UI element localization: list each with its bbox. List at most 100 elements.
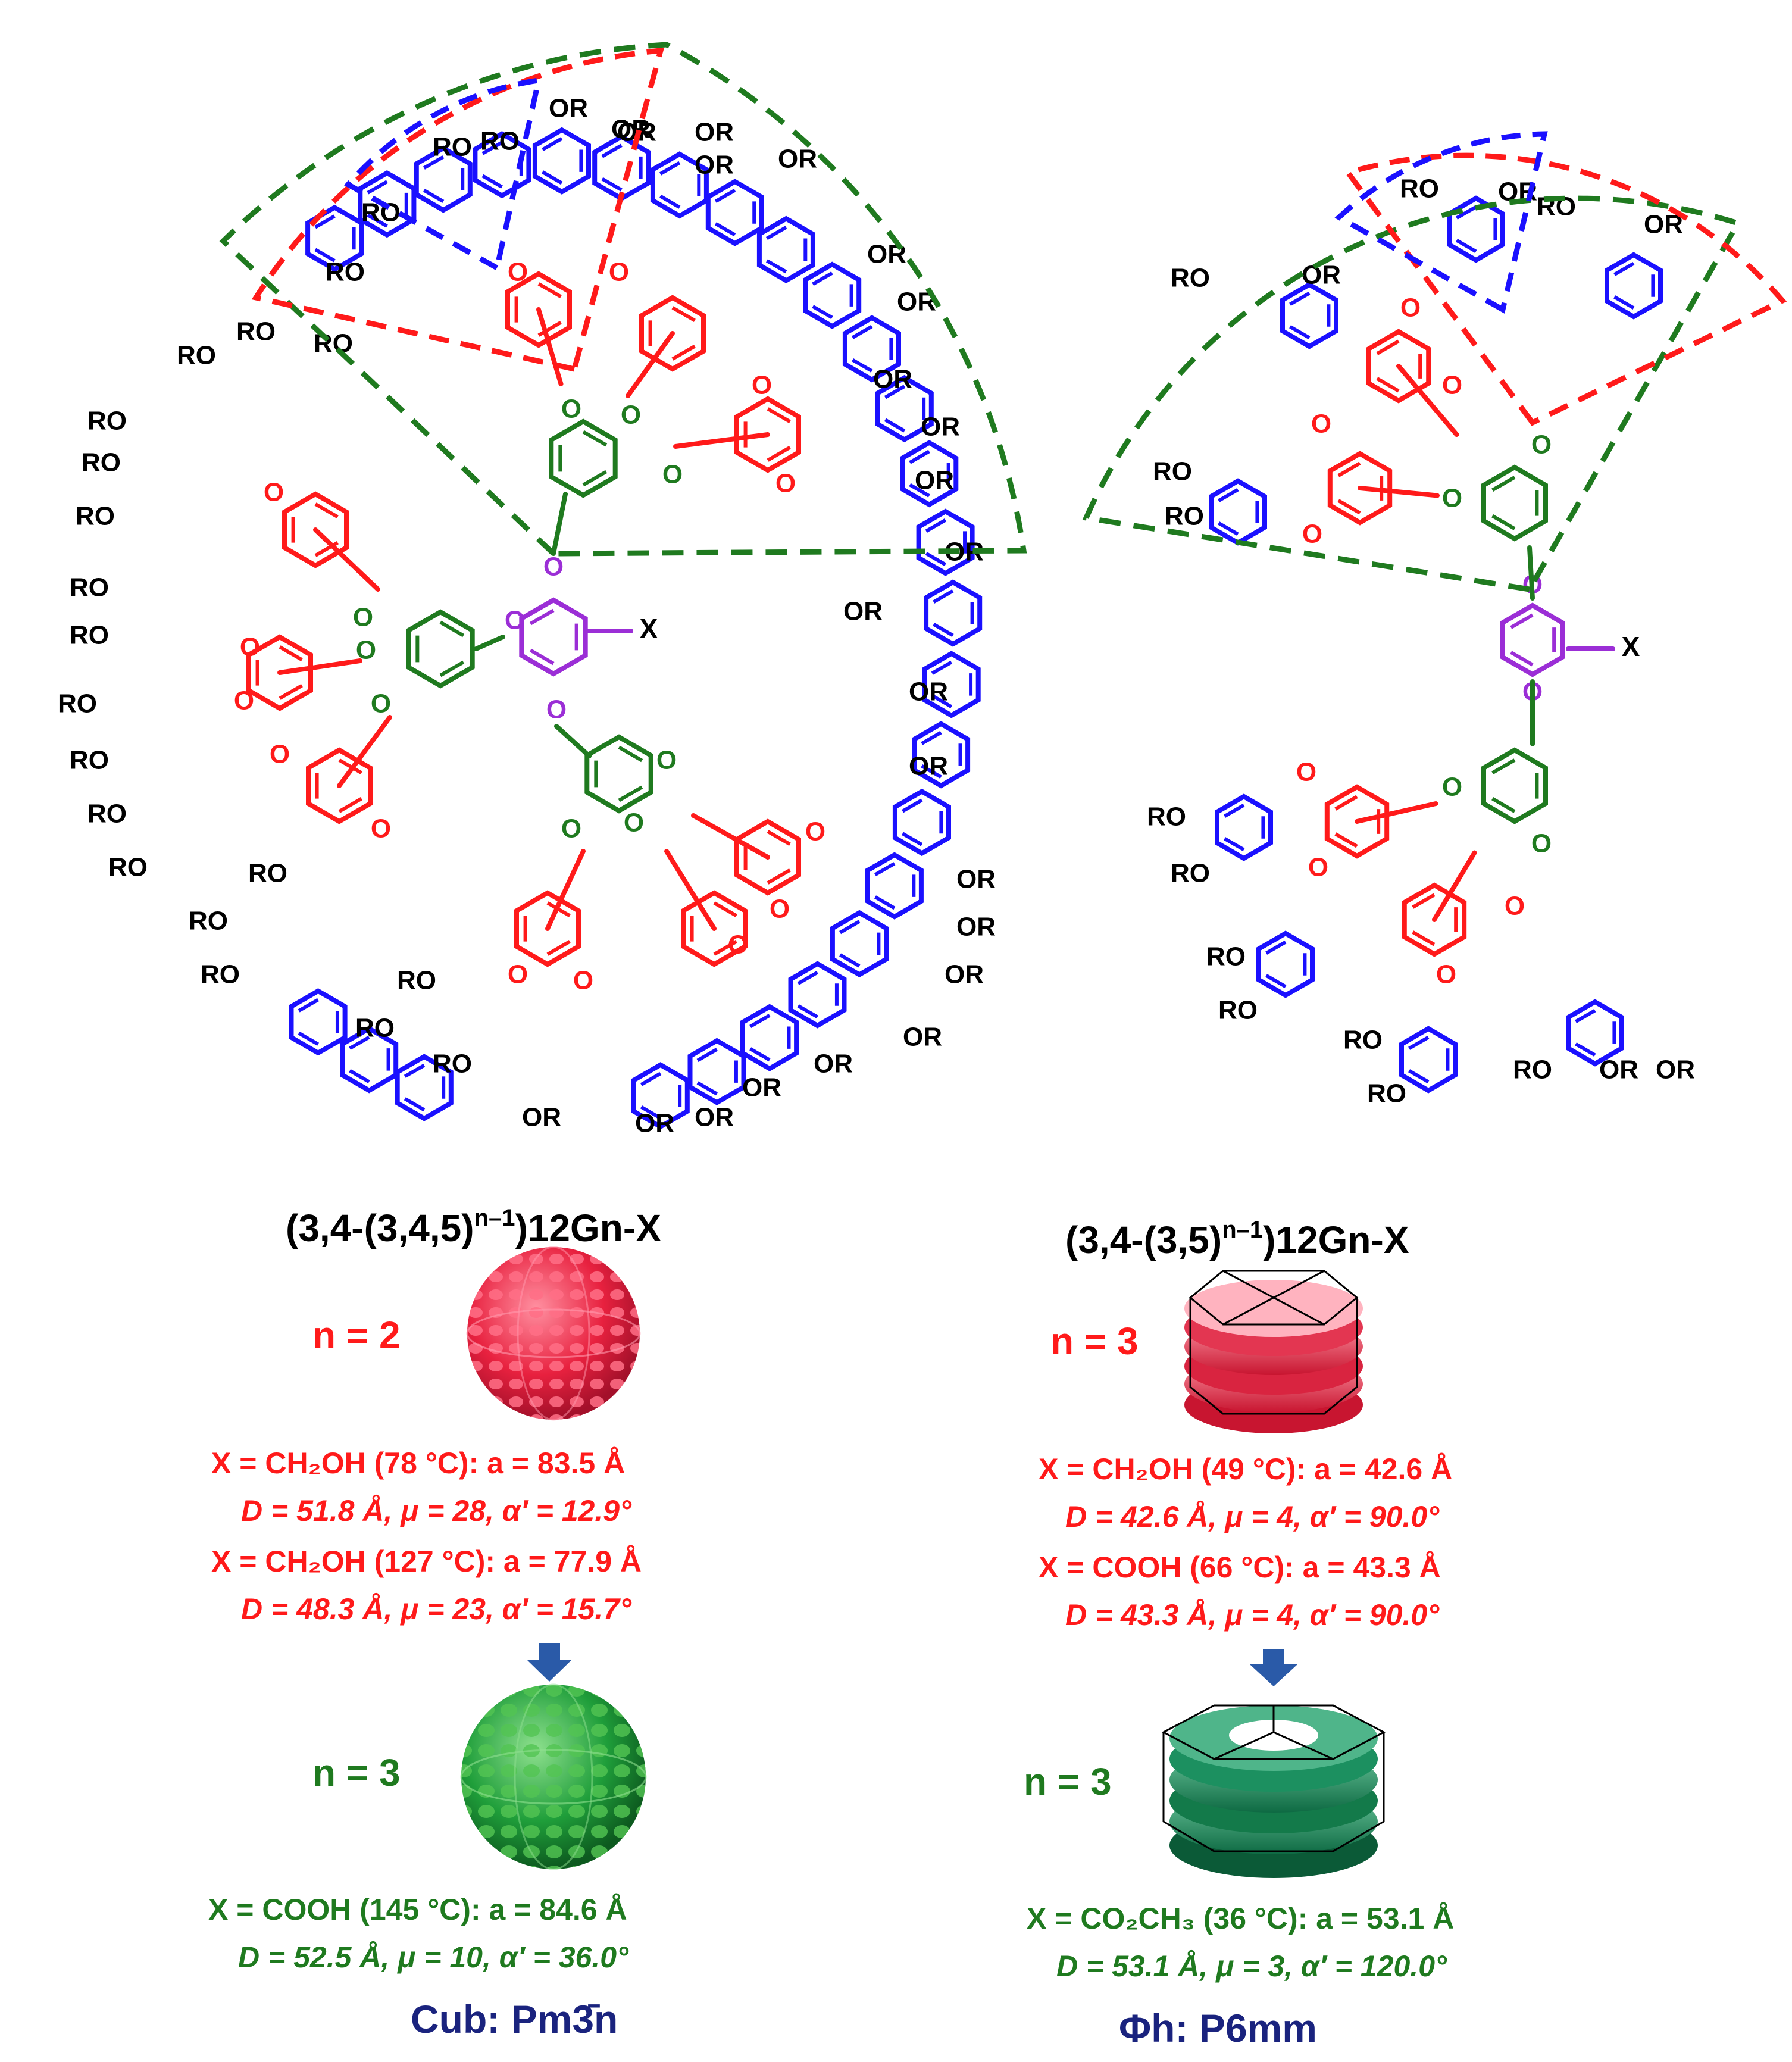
benzene-ring	[306, 747, 373, 824]
double-bond	[439, 620, 465, 638]
double-bond	[1456, 205, 1477, 220]
double-bond	[537, 321, 562, 337]
benzene-ring	[916, 508, 975, 576]
or-substituent-label: OR	[843, 597, 883, 626]
bond	[691, 813, 770, 860]
benzene-ring	[246, 634, 313, 711]
or-substituent-label: OR	[956, 913, 996, 942]
oxygen-label: O	[240, 633, 260, 662]
double-bond	[839, 953, 861, 968]
ro-substituent-label: RO	[355, 1014, 395, 1043]
ro-substituent-label: RO	[1400, 174, 1439, 204]
or-substituent-label: OR	[909, 677, 948, 707]
ro-substituent-label: RO	[1513, 1055, 1552, 1085]
benzene-ring	[414, 145, 473, 213]
red-column-disk-stack	[1184, 1270, 1363, 1433]
double-bond	[298, 998, 320, 1013]
oxygen-label: O	[508, 258, 528, 287]
left-blue-wedge-outline	[343, 77, 542, 272]
benzene-ring	[1280, 282, 1338, 349]
oxygen-label: O	[621, 401, 641, 430]
bond	[545, 849, 586, 931]
right-green-line-2: D = 53.1 Å, μ = 3, α′ = 120.0°	[1056, 1949, 1447, 1983]
right-red-line-4: D = 43.3 Å, μ = 4, α′ = 90.0°	[1065, 1598, 1440, 1632]
benzene-ring	[803, 261, 862, 329]
bond	[1355, 801, 1438, 824]
benzene-ring	[473, 131, 531, 199]
oxygen-label: O	[1400, 293, 1421, 323]
ro-substituent-label: RO	[1153, 457, 1192, 486]
benzene-ring	[705, 179, 764, 246]
oxygen-label: O	[234, 686, 254, 716]
right-title: (3,4-(3,5)n–1)12Gn-X	[1065, 1217, 1409, 1261]
double-bond	[601, 177, 623, 192]
or-substituent-label: OR	[921, 413, 960, 442]
oxygen-label: O	[573, 966, 593, 995]
double-bond	[1613, 295, 1635, 310]
bond	[664, 849, 717, 931]
double-bond	[714, 188, 736, 203]
left-green-line-1: X = COOH (145 °C): a = 84.6 Å	[208, 1893, 627, 1926]
double-bond	[1491, 758, 1516, 774]
oxygen-label: O	[264, 478, 284, 507]
right-red-wedge-outline	[1343, 152, 1787, 426]
oxygen-label: O	[561, 814, 581, 843]
oxygen-label: O	[508, 960, 528, 989]
double-bond	[314, 248, 336, 263]
double-bond	[404, 1097, 426, 1112]
benzene-ring	[734, 396, 801, 473]
ro-substituent-label: RO	[1171, 859, 1210, 888]
double-bond	[1408, 1035, 1430, 1050]
oxygen-label: O	[1531, 829, 1552, 858]
oxygen-label: O	[1311, 410, 1331, 439]
ro-substituent-label: RO	[87, 407, 127, 436]
or-substituent-label: OR	[945, 960, 984, 989]
benzene-ring	[305, 204, 364, 273]
bond	[536, 307, 564, 386]
double-bond	[279, 684, 303, 700]
double-bond	[909, 483, 930, 498]
or-substituent-label: OR	[549, 94, 588, 123]
left-transition-arrow	[527, 1643, 572, 1682]
oxygen-label: O	[1442, 484, 1462, 513]
ro-substituent-label: RO	[70, 573, 109, 602]
double-bond	[546, 940, 571, 956]
green-column-disk-stack	[1161, 1704, 1386, 1878]
benzene-ring	[1447, 195, 1505, 263]
right-dendrimer-structure: OOXOOOOOOOOOOOOROROROROROROROROROROROROO…	[1147, 174, 1695, 1108]
double-bond	[765, 259, 787, 274]
benzene-ring	[631, 1062, 690, 1130]
double-bond	[1491, 514, 1516, 530]
double-bond	[439, 660, 465, 677]
oxygen-label: O	[775, 469, 796, 498]
ro-substituent-label: RO	[433, 133, 472, 162]
double-bond	[767, 830, 791, 846]
double-bond	[1575, 1042, 1596, 1057]
double-bond	[714, 222, 736, 237]
double-bond	[852, 324, 873, 339]
double-bond	[749, 1014, 771, 1029]
or-substituent-label: OR	[903, 1023, 942, 1052]
double-bond	[812, 271, 833, 286]
double-bond	[767, 407, 791, 423]
bond	[554, 724, 592, 758]
double-bond	[298, 1031, 320, 1046]
oxygen-label: O	[609, 258, 629, 287]
double-bond	[931, 693, 953, 708]
ro-substituent-label: RO	[1165, 502, 1204, 531]
benzene-ring	[592, 133, 651, 202]
double-bond	[601, 143, 623, 158]
left-phase-label: Cub: Pm3̄n	[411, 1997, 618, 2041]
double-bond	[542, 170, 563, 185]
right-blue-wedge-outline	[1334, 131, 1548, 314]
ro-substituent-label: RO	[189, 907, 228, 936]
oxygen-label: O	[270, 740, 290, 769]
double-bond	[713, 940, 737, 956]
double-bond	[338, 797, 362, 813]
benzene-ring	[549, 418, 618, 498]
ro-substituent-label: RO	[1343, 1026, 1383, 1055]
double-bond	[933, 589, 954, 604]
double-bond	[921, 730, 942, 745]
ro-substituent-label: RO	[1218, 996, 1258, 1025]
